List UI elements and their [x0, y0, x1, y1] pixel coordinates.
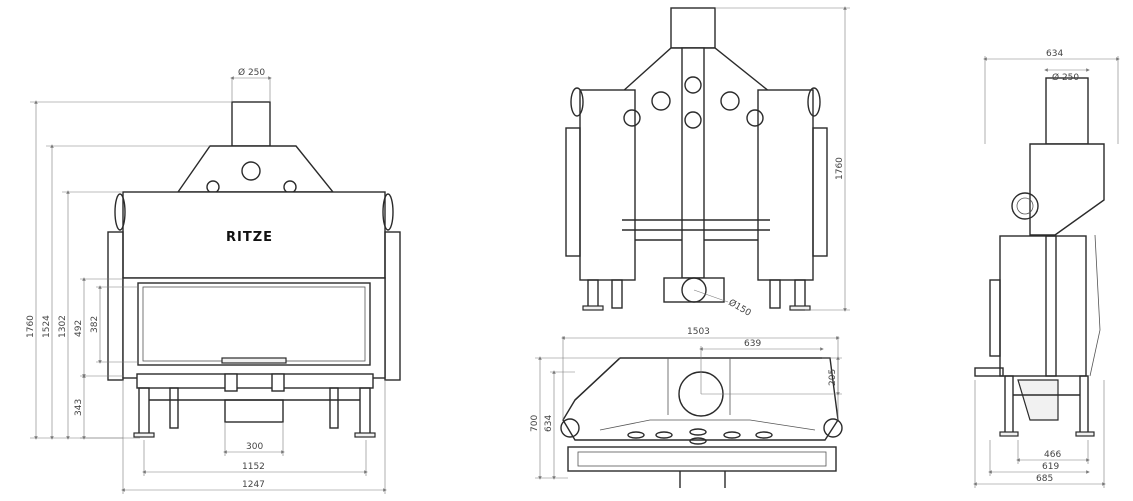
side-view: 634 Ø 250 466 619 685 [973, 49, 1120, 488]
top-air-hole [689, 428, 707, 436]
brand-logo: RITZE [226, 230, 273, 245]
side-fan [1011, 192, 1039, 220]
front-leg [138, 387, 150, 437]
top-air-hole [723, 431, 741, 439]
side-ash-box [1017, 379, 1059, 421]
dim-label: 1524 [42, 315, 52, 338]
back-right-panel [812, 127, 828, 257]
side-panel [989, 279, 1001, 357]
back-vent [651, 91, 671, 111]
top-view: 1503 639 205 700 634 [530, 327, 843, 488]
side-body [999, 235, 1057, 377]
top-air-hole [689, 437, 707, 445]
dim-label: 634 [544, 415, 554, 432]
back-vent [684, 111, 702, 129]
front-hood-vent [241, 161, 261, 181]
top-front-frame [567, 446, 837, 472]
dim-label: 300 [246, 442, 263, 452]
front-flue-pipe [231, 101, 271, 147]
back-vent [684, 76, 702, 94]
back-vent [746, 109, 764, 127]
top-right-fan [823, 418, 843, 438]
dim-label: 1503 [687, 327, 710, 337]
back-leg [611, 279, 623, 309]
front-base-clip [224, 373, 238, 392]
dim-label: 205 [828, 369, 838, 386]
dim-label: 343 [74, 399, 84, 416]
side-foot [1075, 431, 1095, 437]
top-air-hole [627, 431, 645, 439]
back-left-fan [570, 87, 584, 117]
back-leg [587, 279, 599, 309]
back-left-body [579, 89, 636, 281]
dim-label: 1247 [242, 480, 265, 490]
dim-label: 1760 [26, 315, 36, 338]
top-inner-curve [599, 419, 816, 431]
back-vent [623, 109, 641, 127]
top-left-fan [560, 418, 580, 438]
back-outlet-circle [681, 277, 707, 303]
back-right-body [757, 89, 814, 281]
front-upper-body [122, 191, 386, 279]
front-ash-box [224, 399, 284, 423]
front-view: RITZE Ø 250 1760 1524 [26, 67, 401, 494]
front-hood [176, 145, 335, 193]
dim-label: Ø 250 [1052, 72, 1079, 83]
dim-label: Ø 250 [238, 67, 265, 78]
back-flue-pipe [670, 7, 716, 49]
front-leg [329, 387, 339, 429]
back-vent [720, 91, 740, 111]
back-foot [789, 305, 811, 311]
back-view: Ø150 1760 [565, 6, 850, 319]
front-foot [133, 432, 155, 438]
dim-label: 466 [1044, 450, 1061, 460]
front-left-fan [114, 193, 126, 231]
side-leg [1004, 375, 1014, 435]
back-leg [769, 279, 781, 309]
front-base-plate [136, 373, 374, 389]
front-leg [359, 387, 371, 437]
front-left-side-panel [107, 231, 124, 381]
side-hood [1029, 143, 1105, 236]
dim-label: 700 [530, 415, 540, 432]
dim-label: 1302 [58, 315, 68, 338]
dim-label: 685 [1036, 474, 1053, 484]
dim-label: 639 [744, 339, 761, 349]
side-flue-pipe [1045, 77, 1089, 145]
dim-label: 619 [1042, 462, 1059, 472]
front-door-handle [221, 357, 287, 364]
back-leg [794, 279, 806, 309]
dim-label: 1760 [835, 157, 845, 180]
front-foot [354, 432, 376, 438]
dim-label: Ø150 [727, 297, 754, 319]
front-leg [169, 387, 179, 429]
top-air-hole [755, 431, 773, 439]
back-right-fan [807, 87, 821, 117]
side-front-lip [974, 367, 1004, 377]
front-right-side-panel [384, 231, 401, 381]
top-chamfer [574, 357, 621, 401]
dim-leader [693, 289, 729, 303]
back-left-panel [565, 127, 581, 257]
side-rear-curve [1089, 234, 1101, 377]
dim-label: 382 [90, 316, 100, 333]
dim-label: 492 [74, 320, 84, 337]
side-foot [999, 431, 1019, 437]
front-right-fan [382, 193, 394, 231]
top-front-glass [577, 451, 827, 467]
dim-label: 634 [1046, 49, 1063, 59]
front-base-clip [271, 373, 285, 392]
side-fan-inner [1016, 197, 1034, 215]
back-foot [582, 305, 604, 311]
top-air-hole [655, 431, 673, 439]
side-leg [1079, 375, 1089, 435]
dim-label: 1152 [242, 462, 265, 472]
side-firebox [1045, 235, 1087, 377]
front-glass-door [137, 282, 371, 366]
